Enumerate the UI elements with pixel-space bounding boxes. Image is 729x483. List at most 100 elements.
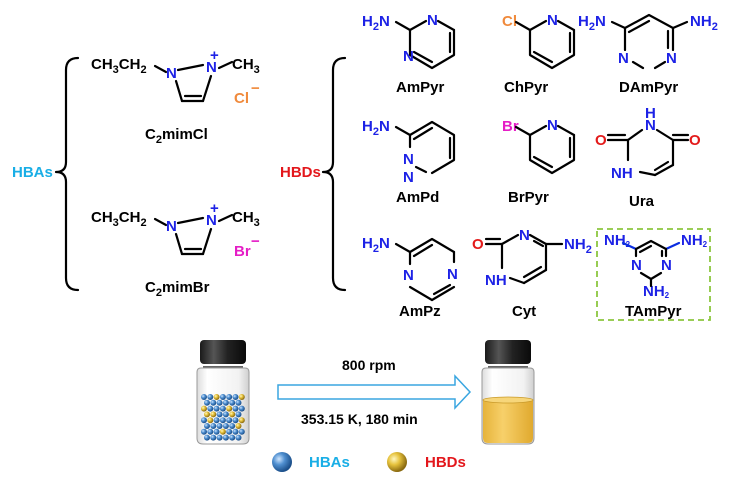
particle xyxy=(232,394,239,400)
c2mimcl-structure: CH3CH2 N N + CH3 Cl − C2mimCl xyxy=(91,47,260,146)
particle xyxy=(210,411,217,418)
ethyl-group-label: CH3CH2 xyxy=(91,56,147,76)
particle xyxy=(235,423,242,429)
svg-text:N: N xyxy=(661,257,672,274)
ampyr-structure: H2N N N AmPyr xyxy=(362,12,456,96)
particle xyxy=(201,405,207,412)
imidazolium-n1: N xyxy=(166,65,177,82)
particle-cluster xyxy=(201,394,245,441)
imidazolium-n3: N xyxy=(206,59,217,76)
particle xyxy=(201,428,207,435)
svg-text:NH2: NH2 xyxy=(643,283,670,300)
particle xyxy=(238,394,245,400)
process-arrow xyxy=(277,374,472,410)
particle xyxy=(222,434,229,441)
particle xyxy=(216,423,223,429)
particle xyxy=(222,411,229,418)
particle xyxy=(232,417,239,424)
ampz-structure: H2N N N AmPz xyxy=(362,235,458,320)
anion-charge: − xyxy=(251,233,260,250)
dampyr-structure: H2N NH2 N N DAmPyr xyxy=(578,13,718,96)
ampd-structure: H2N N N AmPd xyxy=(362,118,456,206)
particle xyxy=(216,434,223,441)
chpyr-name: ChPyr xyxy=(504,79,548,96)
svg-text:N: N xyxy=(631,257,642,274)
legend: HBAs HBDs xyxy=(272,452,466,472)
brpyr-structure: Br N BrPyr xyxy=(502,117,576,206)
particle xyxy=(207,394,214,400)
cyt-structure: O N NH2 NH Cyt xyxy=(472,227,592,320)
particle xyxy=(235,399,242,406)
hbd-brace xyxy=(321,56,347,292)
svg-text:H2N: H2N xyxy=(578,13,606,33)
particle xyxy=(219,394,226,400)
hba-group-label: HBAs xyxy=(12,164,53,181)
tampyr-highlight-box xyxy=(596,228,711,321)
chloride-anion: Cl xyxy=(234,90,249,107)
svg-text:Cl: Cl xyxy=(502,13,517,30)
ampz-name: AmPz xyxy=(399,303,441,320)
particle xyxy=(207,417,214,424)
ura-structure: N H O O NH Ura xyxy=(595,105,701,210)
svg-text:H2N: H2N xyxy=(362,118,390,138)
particle xyxy=(226,417,233,424)
particle xyxy=(235,411,242,418)
particle xyxy=(232,428,239,435)
particle xyxy=(235,434,242,441)
particle xyxy=(229,411,236,418)
hbd-group-label: HBDs xyxy=(280,164,321,181)
brpyr-name: BrPyr xyxy=(508,189,549,206)
particle xyxy=(226,394,233,400)
particle xyxy=(204,411,210,418)
svg-text:N: N xyxy=(547,117,558,134)
particle xyxy=(226,428,233,435)
particle xyxy=(222,423,229,429)
conditions-label: 353.15 K, 180 min xyxy=(301,411,418,427)
particle xyxy=(229,399,236,406)
legend-hbd-label: HBDs xyxy=(425,454,466,471)
particle xyxy=(219,428,226,435)
des-liquid xyxy=(483,400,533,443)
c2mimbr-name: C2mimBr xyxy=(145,279,210,299)
ampyr-name: AmPyr xyxy=(396,79,445,96)
svg-text:N: N xyxy=(519,227,530,244)
svg-text:NH: NH xyxy=(485,272,507,289)
particle xyxy=(226,405,233,412)
particle xyxy=(213,405,220,412)
cyt-name: Cyt xyxy=(512,303,536,320)
svg-text:N: N xyxy=(645,117,656,134)
particle xyxy=(219,405,226,412)
svg-text:N: N xyxy=(666,50,677,67)
svg-text:NH2: NH2 xyxy=(604,232,631,249)
particle xyxy=(207,405,214,412)
svg-text:NH: NH xyxy=(611,165,633,182)
particle xyxy=(216,399,223,406)
particle xyxy=(213,428,220,435)
particle xyxy=(238,417,245,424)
svg-text:N: N xyxy=(403,151,414,168)
bromide-anion: Br xyxy=(234,243,251,260)
cation-charge: + xyxy=(210,47,219,64)
particle xyxy=(201,417,207,424)
particle xyxy=(229,423,236,429)
imidazolium-n1: N xyxy=(166,218,177,235)
svg-text:N: N xyxy=(447,266,458,283)
ethyl-group-label: CH3CH2 xyxy=(91,209,147,229)
svg-text:N: N xyxy=(427,12,438,29)
svg-text:NH2: NH2 xyxy=(564,236,592,256)
vial-after xyxy=(481,340,535,445)
particle xyxy=(210,434,217,441)
imidazolium-n3: N xyxy=(206,212,217,229)
legend-hba-label: HBAs xyxy=(309,454,350,471)
tampyr-name: TAmPyr xyxy=(625,303,682,320)
chpyr-structure: Cl N ChPyr xyxy=(502,12,576,96)
svg-text:NH2: NH2 xyxy=(681,232,708,249)
svg-text:N: N xyxy=(403,48,414,65)
particle xyxy=(213,394,220,400)
particle xyxy=(238,405,245,412)
svg-text:N: N xyxy=(403,267,414,284)
vial-before xyxy=(196,340,250,445)
particle xyxy=(238,428,245,435)
methyl-group-label: CH3 xyxy=(232,56,260,76)
